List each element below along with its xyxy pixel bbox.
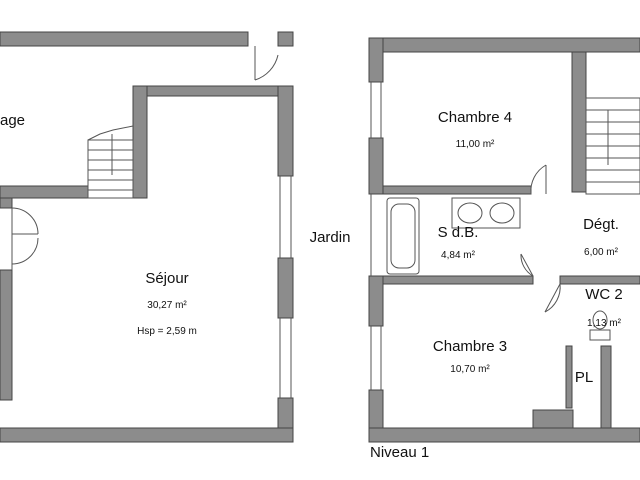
double-sink bbox=[451, 197, 521, 229]
room-chambre3-area: 10,70 m² bbox=[450, 364, 490, 375]
room-degt-area: 6,00 m² bbox=[584, 247, 618, 258]
room-degt-name: Dégt. bbox=[583, 216, 619, 233]
room-wc2-name: WC 2 bbox=[585, 286, 623, 303]
left-double-door bbox=[11, 207, 39, 265]
left-unit-walls bbox=[0, 31, 294, 443]
right-doors bbox=[520, 164, 561, 313]
room-garage-name: age bbox=[0, 112, 26, 129]
right-unit-windows bbox=[370, 82, 382, 390]
room-sdb-area: 4,84 m² bbox=[441, 250, 475, 261]
room-sejour-name: Séjour bbox=[145, 270, 189, 287]
room-chambre4-name: Chambre 4 bbox=[437, 109, 513, 126]
level-label: Niveau 1 bbox=[370, 444, 430, 461]
jardin-label: Jardin bbox=[309, 229, 351, 246]
right-staircase bbox=[585, 97, 640, 195]
room-sdb-name: S d.B. bbox=[437, 224, 479, 241]
right-unit-walls bbox=[368, 37, 640, 443]
room-pl-name: PL bbox=[574, 369, 594, 386]
room-sejour-hsp: Hsp = 2,59 m bbox=[137, 326, 197, 337]
toilet bbox=[589, 310, 611, 341]
room-chambre3-name: Chambre 3 bbox=[432, 338, 508, 355]
room-chambre4-area: 11,00 m² bbox=[455, 139, 495, 150]
left-unit-windows bbox=[11, 176, 292, 398]
left-staircase bbox=[87, 125, 134, 199]
entrance-door bbox=[254, 46, 279, 81]
bathtub bbox=[386, 197, 420, 275]
room-sejour-area: 30,27 m² bbox=[147, 300, 187, 311]
room-wc2-area: 1,13 m² bbox=[587, 318, 621, 329]
